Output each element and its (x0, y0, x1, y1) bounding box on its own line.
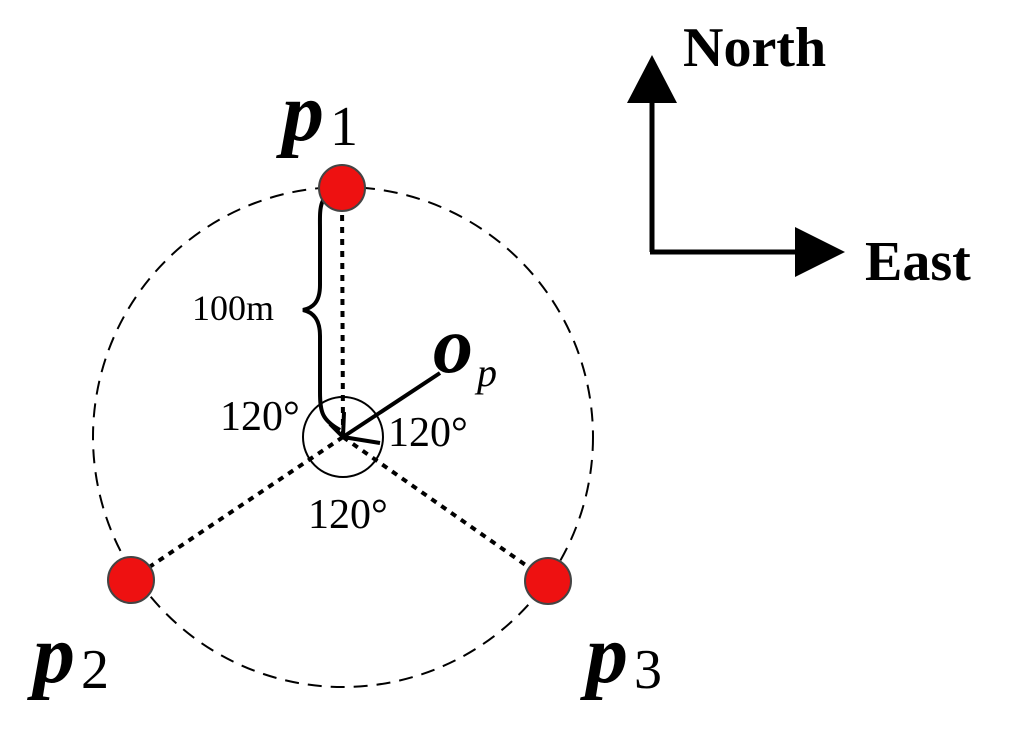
east-arrowhead-icon (795, 227, 845, 277)
point-p3-marker (524, 557, 572, 605)
distance-brace (302, 190, 341, 432)
point-p1-marker (318, 164, 366, 212)
north-arrowhead-icon (627, 55, 677, 103)
radius-line-p1 (340, 189, 345, 438)
east-label: East (865, 231, 971, 293)
point-p2-marker (107, 556, 155, 604)
angle-tick-top (341, 411, 346, 438)
radius-line-p3 (341, 435, 549, 582)
angle-label-right: 120° (388, 410, 468, 456)
center-pointer-line (341, 371, 442, 439)
angle-tick-right (342, 435, 381, 445)
distance-label: 100m (192, 288, 274, 328)
north-label: North (683, 17, 826, 79)
angle-label-bottom: 120° (308, 492, 388, 538)
center-angle-circle (302, 396, 384, 478)
angle-label-left: 120° (220, 394, 300, 440)
